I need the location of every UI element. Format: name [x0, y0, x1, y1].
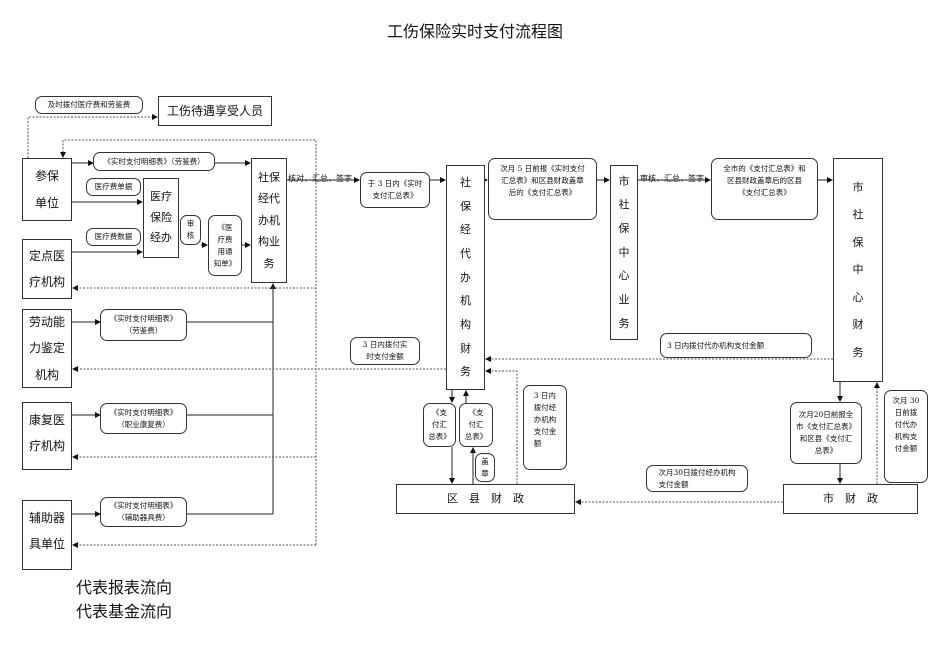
aid-unit-box: 辅助器 具单位 [22, 500, 72, 570]
city-center-finance-box: 市 社 保 中 心 财 务 [833, 158, 883, 382]
medical-notice-note: 《医 疗费 用通 知单》 [208, 215, 242, 276]
medical-insurance-office-box: 医疗 保险 经办 [143, 178, 179, 258]
stamp-note: 盖 章 [475, 453, 495, 482]
pay-realtime-3days-note: 3 日内拨付实 时支付金额 [350, 337, 420, 365]
appraisal-org-box: 劳动能 力鉴定 机构 [22, 309, 72, 388]
city-finance-box: 市 财 政 [783, 484, 918, 514]
summary-3days-note: 于 3 日内《实时 支付汇总表》 [360, 172, 430, 208]
designated-hospital-box: 定点医 疗机构 [22, 239, 72, 299]
medical-data-note: 医疗费数据 [86, 228, 141, 246]
city-summary-note: 全市的《支付汇总表》和 区县财政盖章后的区县 《支付汇总表》 [711, 158, 818, 220]
city-pay-30th-note: 次月 30 日前拨 付代办 机构支 付金额 [884, 390, 928, 483]
agency-finance-box: 社 保 经 代 办 机 构 财 务 [446, 165, 485, 390]
review-note: 审 核 [180, 215, 201, 245]
agency-business-box: 社保 经代 办机 构业 务 [251, 158, 287, 283]
rehab-org-box: 康复医 疗机构 [22, 402, 72, 470]
detail-form-aid: 《实时支付明细表》 （辅助器具费） [100, 497, 187, 527]
detail-form-rehab: 《实时支付明细表》 （职业康复费） [100, 403, 187, 434]
pay-agency-3days-note: 3 日内拨付代办机构支付金额 [660, 333, 812, 358]
insured-unit-box: 参保 单位 [22, 158, 72, 221]
pay-30th-note: 次月30日拨付经办机构 支付金额 [646, 465, 748, 492]
medical-receipts-note: 医疗费单据 [86, 178, 141, 196]
detail-form-appraisal-top: 《实时支付明细表》（劳鉴费） [93, 152, 215, 171]
report-5th-note: 次月 5 日前报《实时支付 汇总表》和区县财政盖章 后的《支付汇总表》 [488, 158, 597, 220]
legend-fund-flow: 代表基金流向 [76, 602, 173, 621]
report-20th-note: 次月20日前报全 市《支付汇总表》 和区县《支付汇 总表》 [790, 402, 862, 464]
summary-form-down: 《支 付汇 总表》 [423, 403, 456, 447]
detail-form-appraisal: 《实时支付明细表》 （劳鉴费） [100, 309, 187, 341]
city-center-business-box: 市 社 保 中 心 业 务 [610, 165, 638, 340]
fund-flow-lines [27, 114, 880, 548]
legend-report-flow: 代表报表流向 [76, 578, 173, 597]
diagram-title: 工伤保险实时支付流程图 [386, 22, 563, 41]
summary-form-up: 《支 付汇 总表》 [459, 403, 493, 447]
audit-sum-sign-label: 审核、汇总、签字 [640, 174, 704, 183]
county-finance-box: 区 县 财 政 [396, 484, 575, 514]
county-pay-3days-note: 3 日内 拨付经 办机构 支付金 额 [523, 385, 567, 470]
beneficiary-box: 工伤待遇享受人员 [158, 96, 272, 126]
check-sum-sign-label: 核对、汇总、签字 [288, 174, 352, 183]
pay-medical-fee-note: 及时拨付医疗费和劳鉴费 [35, 96, 143, 114]
